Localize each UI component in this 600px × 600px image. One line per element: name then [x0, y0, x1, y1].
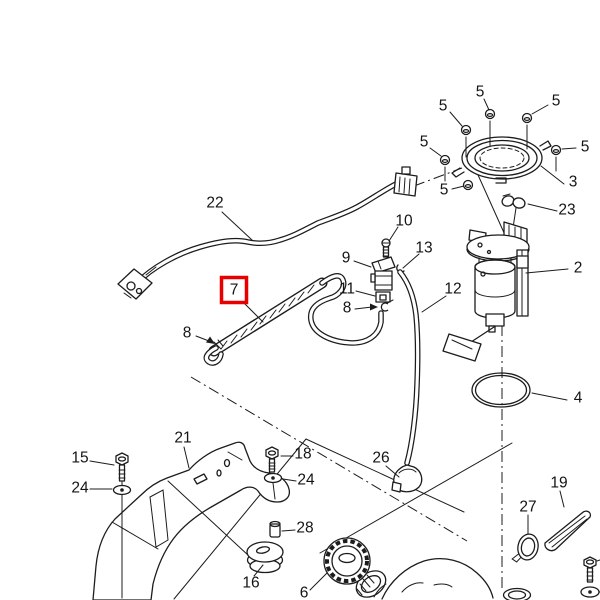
callout-16: 16: [242, 575, 259, 592]
bolt-washer-bottom-right-drawing: [580, 556, 600, 598]
callout-6: 6: [300, 585, 309, 600]
diagonal-line: [190, 376, 468, 542]
hose-clip-8-left: [213, 339, 224, 350]
callout-8: 8: [183, 325, 192, 342]
diagonal-line: [173, 438, 307, 600]
fuel-cap-6-drawing: [323, 537, 387, 598]
diagonal-line: [319, 442, 513, 554]
bracket-hole: [216, 469, 222, 477]
callout-26: 26: [372, 450, 389, 467]
hose-12-drawing: [391, 269, 423, 493]
callout-3: 3: [569, 174, 578, 191]
callout-18: 18: [294, 446, 311, 463]
mounting-ring-3-drawing: [451, 136, 552, 184]
callout-10: 10: [395, 213, 413, 230]
ring-bolts-5-drawing: [439, 108, 562, 191]
bracket-hole: [223, 458, 231, 468]
hose-22-connector-right: [393, 166, 418, 197]
fitting-26-drawing: [391, 464, 423, 493]
hose-7-drawing: [203, 273, 384, 366]
construction-lines: [173, 165, 513, 600]
callout-7-highlighted: 7: [230, 282, 239, 299]
callout-24: 24: [71, 480, 89, 497]
callout-19: 19: [550, 475, 567, 492]
washer-24-left-drawing: [112, 484, 132, 496]
callout-5: 5: [440, 182, 449, 199]
callout-27: 27: [519, 499, 536, 516]
callout-22: 22: [206, 195, 223, 212]
bolt-15-drawing: [115, 452, 129, 599]
callout-28: 28: [296, 520, 313, 537]
callout-4: 4: [574, 390, 583, 407]
axis-line: [473, 165, 506, 236]
callout-12: 12: [444, 281, 461, 298]
float: [442, 333, 482, 362]
valve-assembly-drawing: [370, 238, 405, 312]
callout-9: 9: [342, 250, 351, 267]
callout-21: 21: [174, 430, 191, 447]
channel-19-drawing: [544, 510, 592, 552]
highlight-box: [219, 275, 249, 305]
washer-24-right-drawing: [263, 472, 283, 500]
callout-15: 15: [71, 450, 88, 467]
diagonal-line: [305, 438, 465, 513]
hose-22-connector-left: [117, 266, 157, 300]
grommet-16-drawing: [246, 541, 284, 574]
valve-9-body: [374, 270, 393, 291]
leader-lines: [89, 98, 577, 591]
bracket-slot: [193, 473, 208, 485]
valve-9-cap: [371, 256, 396, 274]
bolt-18-drawing: [265, 446, 279, 473]
bracket-21-drawing: [92, 441, 291, 600]
callout-labels: 22 5 5 5 5 5 5 3 23 10 9 13 11 8 12 2 8 …: [71, 84, 589, 600]
tank-neck-ring: [502, 587, 532, 600]
clip-8-right-icon: [380, 302, 389, 312]
callout-5: 5: [476, 84, 485, 101]
hose-22-drawing: [117, 166, 418, 300]
clamp-11-icon: [375, 291, 391, 303]
callout-5: 5: [420, 134, 429, 151]
callout-23: 23: [558, 202, 575, 219]
callout-5: 5: [581, 139, 590, 156]
callout-5: 5: [552, 93, 561, 110]
fuel-tank-drawing: [373, 558, 532, 600]
callout-24: 24: [297, 472, 315, 489]
collar-28-drawing: [269, 520, 281, 538]
fuel-pump-assembly-2-drawing: [442, 221, 530, 362]
callout-5: 5: [439, 98, 448, 115]
retainer-clip-23-drawing: [501, 193, 526, 229]
callout-13: 13: [415, 240, 432, 257]
o-ring-4-drawing: [471, 372, 531, 408]
callout-2: 2: [574, 260, 583, 277]
callout-8: 8: [343, 300, 352, 317]
clamp-27-drawing: [511, 533, 539, 563]
callout-11: 11: [339, 281, 355, 298]
